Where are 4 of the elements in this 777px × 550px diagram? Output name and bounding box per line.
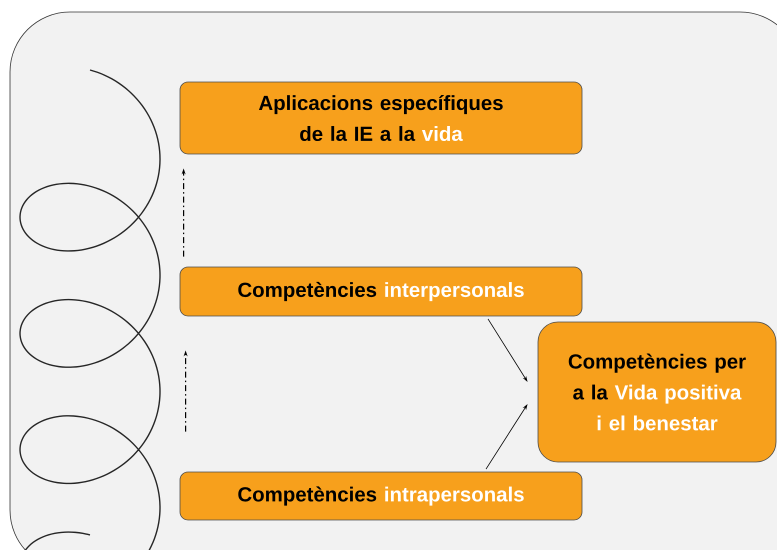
process-box: Aplicacions específiques de la IE a la vida [180, 82, 582, 154]
process-box: Competències intrapersonals [180, 472, 582, 520]
process-box: Competències interpersonals [180, 266, 582, 316]
process-box: Competències per a la Vida positiva i el benestar [538, 322, 776, 462]
